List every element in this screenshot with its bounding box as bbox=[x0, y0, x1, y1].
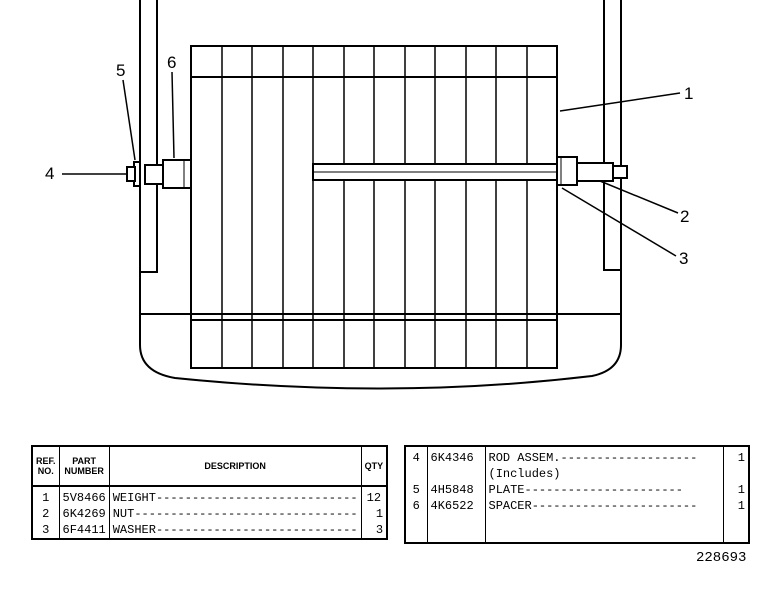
callout-5: 5 bbox=[116, 61, 125, 80]
table-row: 4 6K4346 ROD ASSEM.------------------- 1 bbox=[405, 446, 749, 466]
parts-diagram: 1 2 3 4 5 6 bbox=[45, 0, 693, 390]
table-row: 1 5V8466 WEIGHT-------------------------… bbox=[32, 486, 387, 506]
callout-2: 2 bbox=[680, 207, 689, 226]
spacer-collar bbox=[144, 164, 164, 185]
callout-4: 4 bbox=[45, 164, 54, 183]
description-header: DESCRIPTION bbox=[109, 446, 362, 487]
table-row: 3 6F4411 WASHER-------------------------… bbox=[32, 522, 387, 539]
rod-tip bbox=[612, 165, 628, 179]
table-row: 2 6K4269 NUT----------------------------… bbox=[32, 506, 387, 522]
table-filler-row bbox=[405, 514, 749, 543]
spacer bbox=[162, 159, 192, 189]
frame-body bbox=[139, 270, 622, 390]
table-row: 6 4K6522 SPACER----------------------- 1 bbox=[405, 498, 749, 514]
nut bbox=[576, 162, 614, 182]
ref-no-header: REF.NO. bbox=[32, 446, 60, 487]
callout-labels: 1 2 3 4 5 6 bbox=[45, 53, 693, 268]
right-frame-rail bbox=[603, 0, 622, 271]
leader-lines bbox=[62, 71, 681, 257]
drawing-number: 228693 bbox=[696, 550, 747, 566]
callout-1: 1 bbox=[684, 84, 693, 103]
callout-3: 3 bbox=[679, 249, 688, 268]
callout-6: 6 bbox=[167, 53, 176, 72]
weight-plate-dividers bbox=[221, 46, 528, 368]
parts-list-right: 4 6K4346 ROD ASSEM.------------------- 1… bbox=[404, 445, 750, 544]
qty-header: QTY bbox=[361, 446, 388, 487]
left-frame-rail bbox=[139, 0, 158, 273]
table-row: (Includes) bbox=[405, 466, 749, 482]
rod-end bbox=[126, 166, 136, 182]
washer bbox=[556, 156, 578, 186]
table-row: 5 4H5848 PLATE---------------------- 1 bbox=[405, 482, 749, 498]
